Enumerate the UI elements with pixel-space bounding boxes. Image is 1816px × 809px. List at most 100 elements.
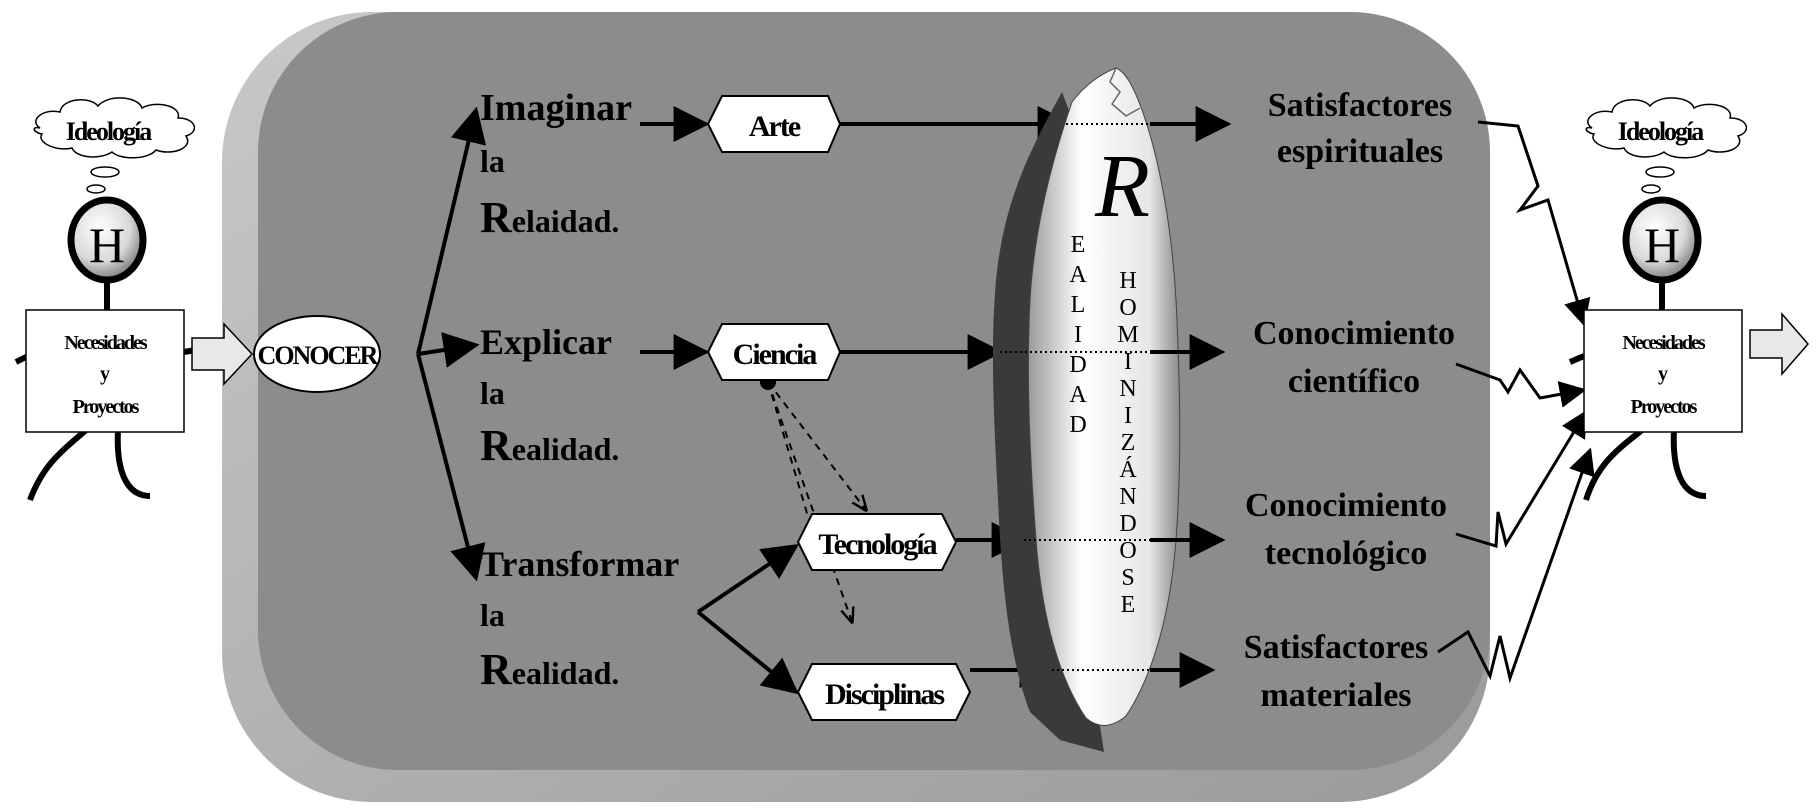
thought-bubble-right-2 — [1641, 184, 1661, 194]
head-letter-left: H — [89, 217, 125, 273]
action-explicar-capital: R — [480, 421, 513, 470]
rock-col2-letter-0: H — [1119, 268, 1136, 294]
rock-col2-letter-3: I — [1124, 349, 1132, 375]
zigzag-arrow-4 — [1437, 447, 1595, 684]
leg-left-1 — [27, 427, 89, 502]
outcome-3: Conocimiento tecnológico — [1245, 487, 1447, 572]
needs-line-1-right: Necesidades — [1622, 332, 1706, 354]
zigzag-arrow-1 — [1477, 120, 1591, 327]
rock-col2-letter-8: N — [1119, 484, 1136, 510]
outcome-2-line2: científico — [1288, 363, 1420, 400]
dashed-arrow-1 — [767, 381, 866, 510]
outcome-1-line1: Satisfactores — [1268, 87, 1452, 124]
ideology-label-right: Ideología — [1618, 117, 1705, 146]
branch-arrow-transformar — [416, 353, 486, 582]
head-right: H — [1622, 196, 1702, 284]
action-imaginar-line2: la — [480, 143, 505, 179]
action-transformar: Transformar la Realidad. — [480, 544, 679, 694]
arrow-to-disciplinas — [696, 610, 799, 695]
rock-col2-letter-4: N — [1119, 376, 1136, 402]
outcome-4-line2: materiales — [1260, 677, 1411, 714]
thought-bubble-left-2 — [86, 184, 106, 194]
action-imaginar-capital: R — [480, 193, 513, 242]
action-explicar: Explicar la Realidad. — [480, 322, 619, 470]
action-transformar-rest: ealidad. — [512, 655, 620, 691]
needs-box-right: Necesidades y Proyectos — [1583, 309, 1743, 433]
rock-col1-letter-6: D — [1069, 412, 1086, 438]
ideology-label-left: Ideología — [66, 117, 153, 146]
rock-col2-letter-5: I — [1124, 403, 1132, 429]
head-letter-right: H — [1644, 217, 1680, 273]
rock-col1-letter-2: L — [1071, 292, 1086, 318]
rock-col1-letter-5: A — [1069, 382, 1087, 408]
rock-big-letter: R — [1094, 137, 1150, 236]
person-right: Ideología H Necesidades y Proyectos — [1568, 97, 1809, 501]
box-ciencia: Ciencia — [706, 323, 842, 381]
person-left: Ideología H Necesidades y Proyectos — [14, 97, 197, 502]
outcome-1-line2: espirituales — [1277, 133, 1443, 170]
action-imaginar-rest: elaidad. — [512, 203, 620, 239]
leg-right-1 — [1583, 427, 1644, 501]
rock-col2-letter-9: D — [1119, 511, 1136, 537]
branch-arrow-imaginar — [416, 106, 487, 355]
block-arrow-right — [1749, 311, 1809, 377]
outcome-2-line1: Conocimiento — [1253, 315, 1455, 352]
action-transformar-line1: Transformar — [480, 544, 679, 584]
branch-arrow-explicar — [417, 332, 480, 368]
conocer-node: CONOCER — [253, 315, 381, 393]
needs-line-1-left: Necesidades — [64, 332, 148, 354]
needs-box-left: Necesidades y Proyectos — [25, 309, 185, 433]
action-explicar-line1: Explicar — [480, 322, 612, 362]
rock-col2-letter-10: O — [1119, 538, 1136, 564]
outcome-3-line1: Conocimiento — [1245, 487, 1447, 524]
action-imaginar: Imaginar la Relaidad. — [480, 87, 632, 242]
rock-col1-letter-3: I — [1074, 322, 1082, 348]
outcome-2: Conocimiento científico — [1253, 315, 1455, 400]
rock-col1-letter-4: D — [1069, 352, 1086, 378]
outcome-3-line2: tecnológico — [1265, 535, 1427, 572]
outcome-4: Satisfactores materiales — [1244, 629, 1428, 714]
rock-col1-letter-1: A — [1069, 262, 1087, 288]
arm-right-a — [1568, 353, 1586, 365]
zigzag-arrow-2 — [1455, 362, 1587, 408]
thought-cloud-left: Ideología — [33, 97, 196, 194]
rock-col2-letter-6: Z — [1121, 430, 1136, 456]
action-transformar-line2: la — [480, 597, 505, 633]
zigzag-arrow-3 — [1455, 409, 1588, 548]
leg-right-2 — [1670, 429, 1707, 499]
action-explicar-line3: Realidad. — [480, 421, 619, 470]
rock-col2-letter-11: S — [1121, 565, 1134, 591]
rock-col2-letter-7: Á — [1119, 457, 1137, 483]
thought-bubble-right-1 — [1645, 166, 1675, 178]
head-left: H — [67, 196, 147, 284]
box-disciplinas-label: Disciplinas — [825, 678, 944, 711]
box-tecnologia-label: Tecnología — [818, 528, 937, 561]
action-explicar-rest: ealidad. — [512, 431, 620, 467]
action-imaginar-line1: Imaginar — [480, 87, 632, 129]
rock-col2-letter-2: M — [1117, 322, 1138, 348]
rock-col1-letter-0: E — [1071, 232, 1086, 258]
needs-line-3-left: Proyectos — [73, 396, 140, 418]
box-disciplinas: Disciplinas — [796, 663, 972, 721]
outcome-4-line1: Satisfactores — [1244, 629, 1428, 666]
dashed-arrow-2 — [767, 381, 852, 622]
rock-col2-letter-12: E — [1121, 592, 1136, 618]
box-arte: Arte — [706, 95, 842, 153]
needs-line-2-right: y — [1658, 363, 1668, 385]
leg-left-2 — [114, 429, 151, 499]
thought-bubble-left-1 — [90, 166, 120, 178]
thought-cloud-right: Ideología — [1585, 97, 1748, 194]
conocer-label: CONOCER — [258, 341, 379, 370]
block-arrow-left — [191, 322, 254, 386]
needs-line-2-left: y — [100, 363, 110, 385]
box-arte-label: Arte — [749, 110, 801, 143]
box-ciencia-label: Ciencia — [733, 338, 818, 371]
rock-col2-letter-1: O — [1119, 295, 1136, 321]
action-imaginar-line3: Relaidad. — [480, 193, 619, 242]
main-panel — [222, 12, 1490, 802]
action-transformar-line3: Realidad. — [480, 645, 619, 694]
